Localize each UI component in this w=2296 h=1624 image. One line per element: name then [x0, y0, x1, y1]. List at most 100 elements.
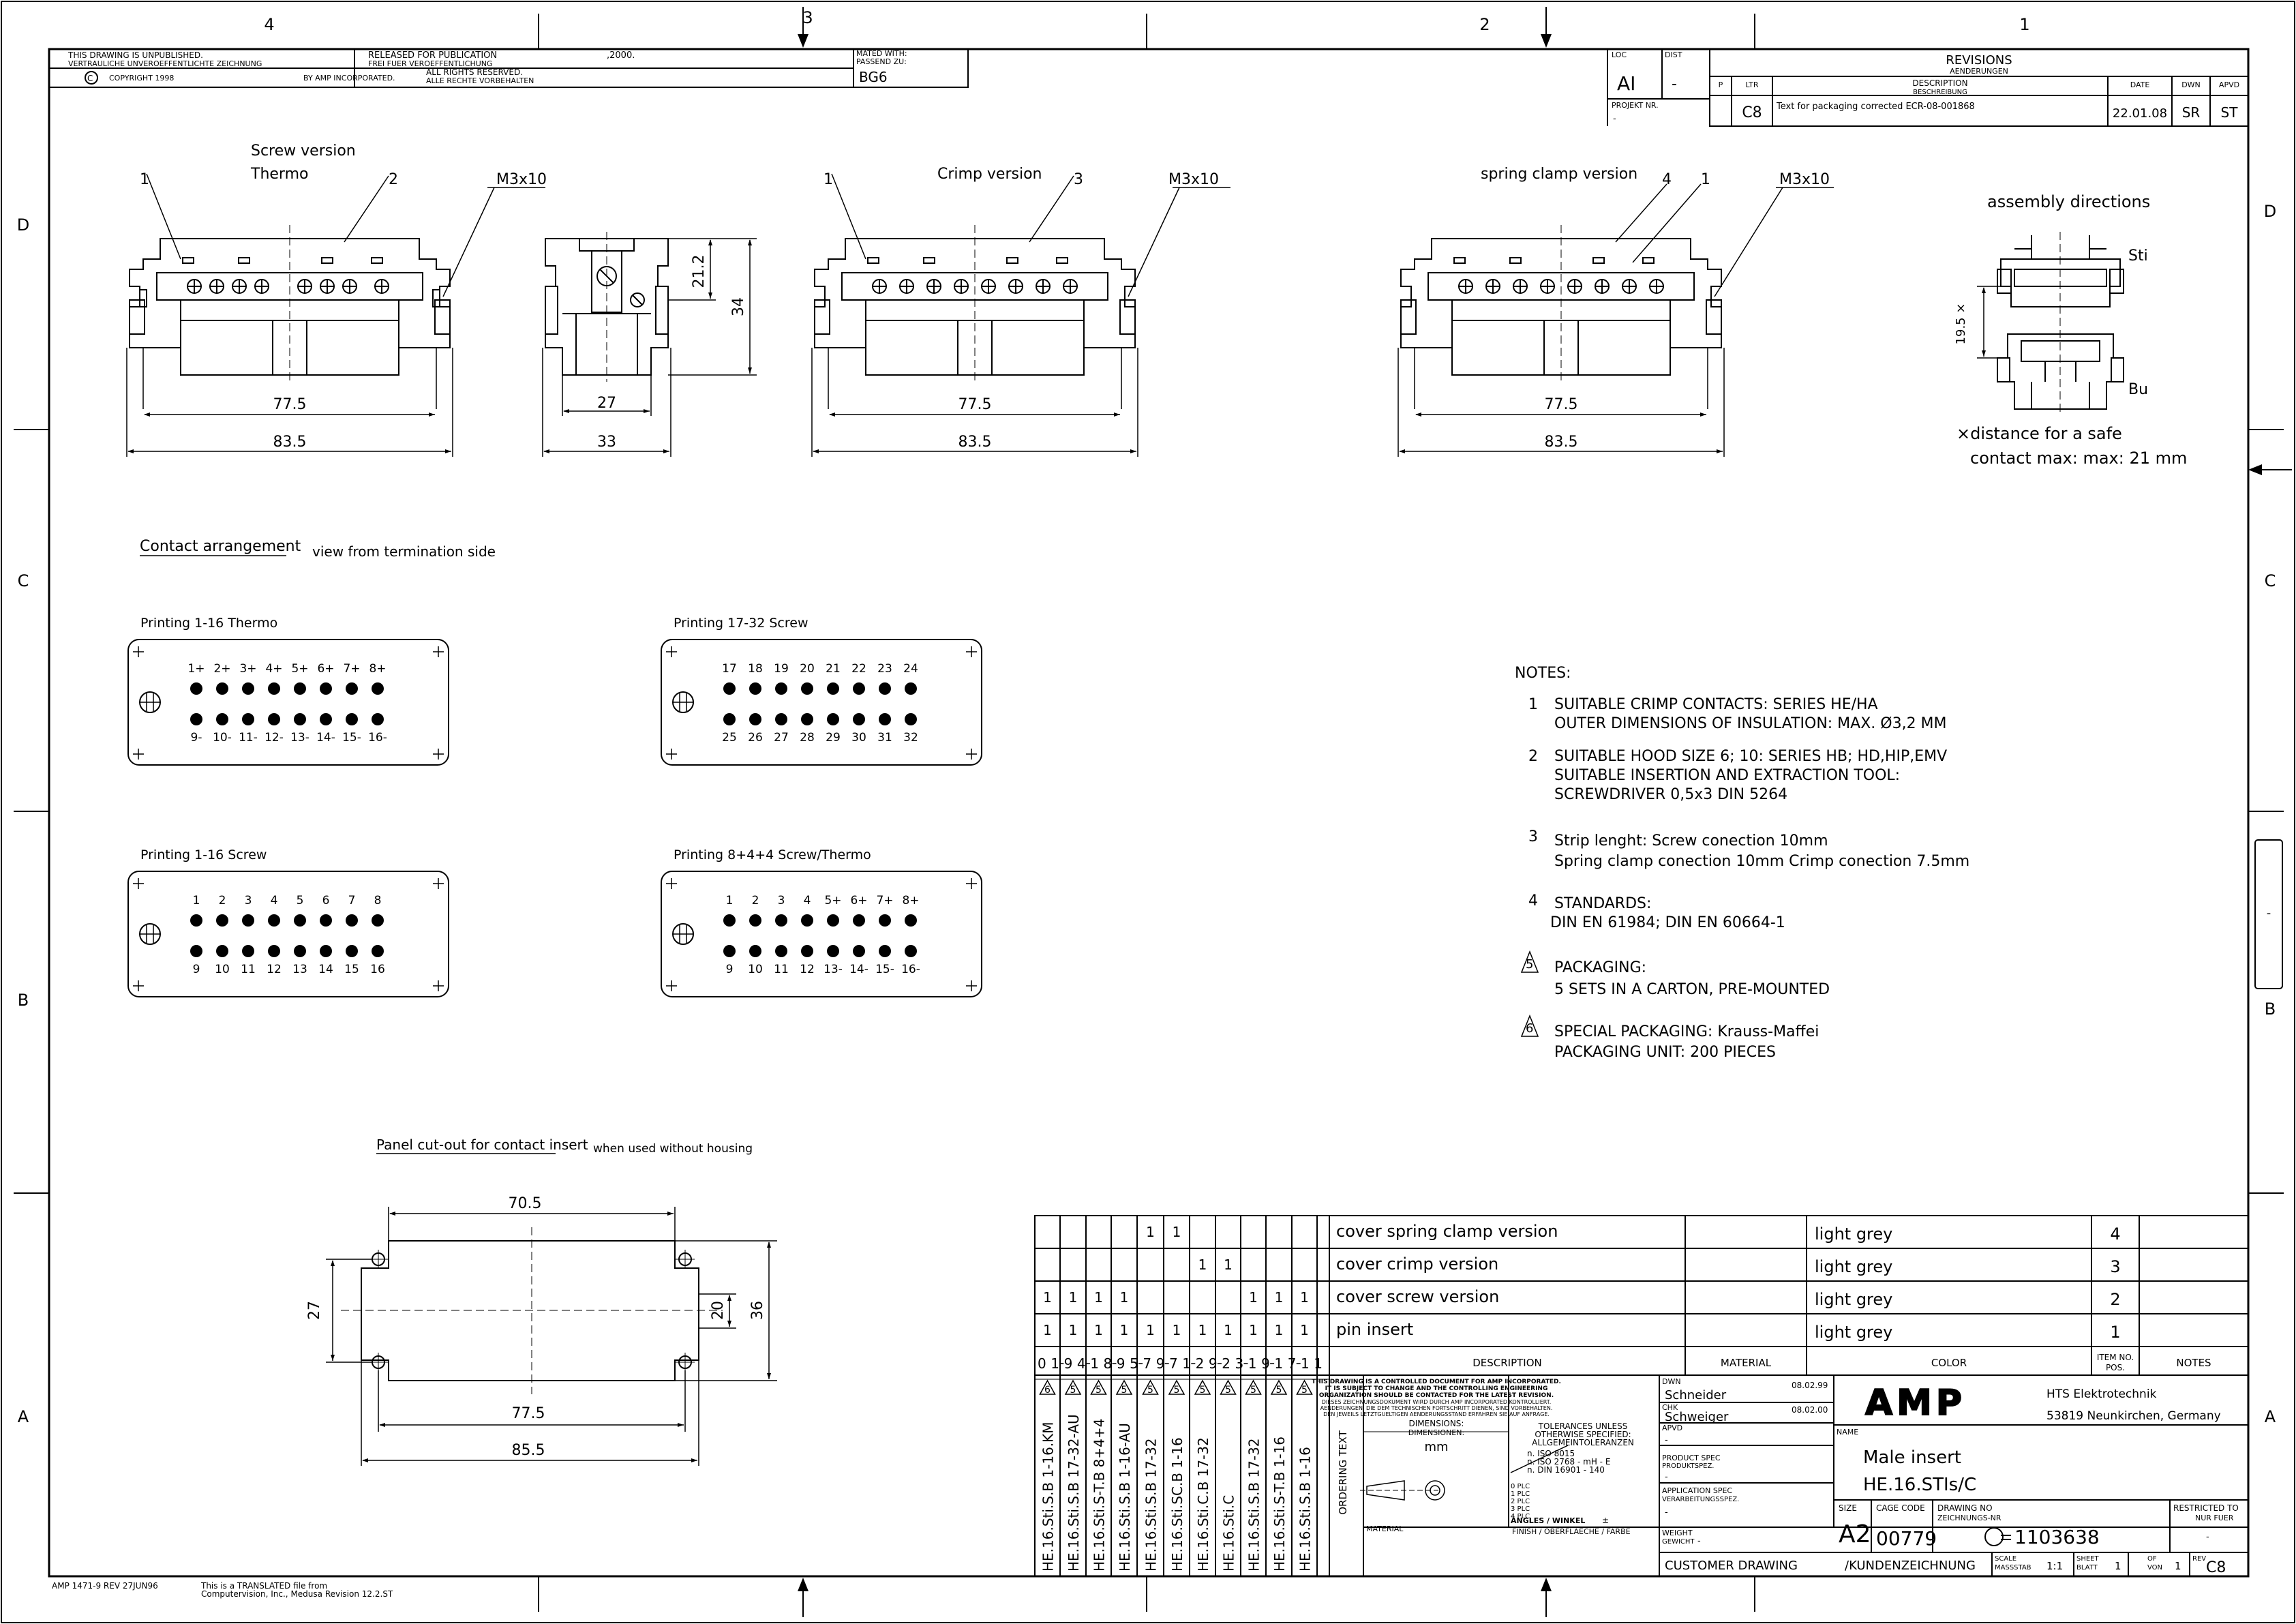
contact-heading-text: Contact arrangement — [140, 538, 301, 555]
bom-flag-triangle — [1220, 1379, 1237, 1395]
of-label: OF — [2147, 1555, 2157, 1563]
rev-col-ltr: LTR — [1746, 80, 1759, 89]
dwn-label: DWN — [1662, 1377, 1681, 1386]
plc-2: 2 PLC — [1511, 1498, 1530, 1505]
side-labels: 27 33 21.2 34 — [597, 255, 747, 451]
contact-number-bottom: 16- — [901, 963, 920, 976]
contact-dot — [372, 914, 384, 927]
contact-boxes: Printing 1-16 Thermo1+9-2+10-3+11-4+12-5… — [127, 616, 982, 997]
contact-dot — [216, 713, 228, 725]
contact-number-top: 3 — [245, 894, 252, 907]
dash-code-digit: 1 — [1274, 1355, 1283, 1372]
bom-flag-number: 6 — [1044, 1385, 1051, 1396]
product-spec-value: - — [1665, 1472, 1668, 1482]
note-3-line-a: Strip lenght: Screw conection 10mm — [1554, 832, 1828, 849]
dash-code-digit: 2 — [1196, 1355, 1205, 1372]
bom-part-number: HE.16.Sti.C.B 17-32 — [1195, 1437, 1211, 1572]
scale-value: 1:1 — [2046, 1560, 2063, 1572]
contact-dot — [190, 713, 202, 725]
weight-de: GEWICHT — [1662, 1538, 1695, 1546]
panel-dim-855: 85.5 — [512, 1442, 545, 1459]
contact-dot — [749, 713, 761, 725]
contact-number-top: 6 — [322, 894, 330, 907]
bom-qty-cell: 1 — [1249, 1322, 1258, 1338]
contact-box: Printing 17-32 Screw17251826192720282129… — [661, 616, 982, 766]
contact-dot — [372, 945, 384, 957]
note-flag-triangles — [1520, 950, 1539, 1037]
title-block-text: THIS DRAWING IS A CONTROLLED DOCUMENT FO… — [1312, 1377, 2239, 1576]
side-view — [545, 232, 669, 382]
rights-text: ALL RIGHTS RESERVED. — [426, 67, 523, 77]
side-dim-27: 27 — [597, 395, 616, 412]
bom-qty-cell: 1 — [1146, 1224, 1155, 1240]
bom-part-number: HE.16.Sti.C — [1221, 1495, 1237, 1572]
loc-value: AI — [1617, 72, 1635, 95]
bom-flag-triangle — [1296, 1379, 1313, 1395]
bom-flag-triangle — [1270, 1379, 1288, 1395]
spring-m3-label: M3x10 — [1779, 171, 1830, 188]
rev-label: REV — [2192, 1555, 2206, 1563]
product-spec-label: PRODUCT SPEC — [1662, 1454, 1721, 1462]
bom-qty-cell: 1 — [1120, 1289, 1129, 1306]
contact-number-top: 23 — [877, 662, 892, 676]
apvd-label: APVD — [1662, 1424, 1682, 1432]
contact-dot — [268, 914, 280, 927]
contact-dot — [749, 682, 761, 695]
contact-number-top: 8+ — [369, 662, 386, 676]
contact-dot — [294, 713, 306, 725]
panel-labels: 70.5 27 20 36 77.5 85.5 — [306, 1195, 766, 1459]
contact-box-title: Printing 1-16 Screw — [140, 847, 267, 862]
of-de: VON — [2147, 1564, 2162, 1572]
panel-sub-text: when used without housing — [593, 1142, 753, 1156]
spring-pins — [1458, 279, 1664, 294]
tolerance-symbol — [1360, 1445, 1569, 1501]
bom-qty-cell: 1 — [1198, 1257, 1207, 1273]
contact-dot — [749, 945, 761, 957]
zone-left-a: A — [18, 1407, 29, 1426]
rev-col-dwn: DWN — [2181, 80, 2201, 89]
contact-number-top: 1 — [193, 894, 200, 907]
bom-headers: DESCRIPTION MATERIAL COLOR ITEM NO. POS.… — [1337, 1353, 2211, 1515]
contact-dot — [775, 682, 787, 695]
contact-dot — [320, 682, 332, 695]
rev-desc-value: Text for packaging corrected ECR-08-0018… — [1776, 102, 1975, 112]
zone-right-d: D — [2264, 202, 2276, 221]
contact-number-bottom: 14 — [318, 963, 333, 976]
spring-dims — [1398, 183, 1834, 457]
rev-col-apvd: APVD — [2219, 80, 2239, 89]
apvd-value: - — [1665, 1435, 1668, 1445]
form-number: AMP 1471-9 REV 27JUN96 — [52, 1581, 158, 1591]
bom-flag-number: 5 — [1225, 1385, 1231, 1396]
name-label: NAME — [1837, 1428, 1858, 1437]
contact-dot — [905, 914, 917, 927]
contact-dot — [216, 914, 228, 927]
bom-color: light grey — [1815, 1290, 1892, 1309]
contact-dot — [242, 914, 254, 927]
spring-title: spring clamp version — [1481, 166, 1637, 183]
dash-code-digit: 7 — [1288, 1355, 1297, 1372]
contact-dot — [320, 713, 332, 725]
panel-dims — [326, 1207, 777, 1466]
bom-item-no: 2 — [2110, 1290, 2120, 1309]
rev-apvd-value: ST — [2221, 104, 2239, 121]
contact-number-bottom: 16 — [370, 963, 385, 976]
contact-number-bottom: 12 — [267, 963, 282, 976]
unpublished-text: THIS DRAWING IS UNPUBLISHED. — [67, 50, 203, 60]
contact-number-top: 1+ — [187, 662, 205, 676]
contact-dot — [294, 682, 306, 695]
note-4-num: 4 — [1528, 892, 1538, 909]
restricted-value: - — [2206, 1532, 2209, 1542]
contact-dot — [268, 945, 280, 957]
side-dims — [542, 238, 757, 457]
dims-unit: mm — [1424, 1440, 1448, 1454]
rev-col-date: DATE — [2130, 80, 2150, 89]
bom-flag-number: 5 — [1096, 1385, 1102, 1396]
application-spec-value: - — [1665, 1507, 1668, 1518]
panel-drawing — [341, 1227, 723, 1394]
contact-dot — [801, 713, 813, 725]
contact-number-top: 4 — [804, 894, 811, 907]
contact-number-bottom: 9 — [726, 963, 734, 976]
note-1-line-a: SUITABLE CRIMP CONTACTS: SERIES HE/HA — [1554, 696, 1878, 713]
notes-title: NOTES: — [1515, 665, 1571, 682]
contact-dot — [268, 682, 280, 695]
